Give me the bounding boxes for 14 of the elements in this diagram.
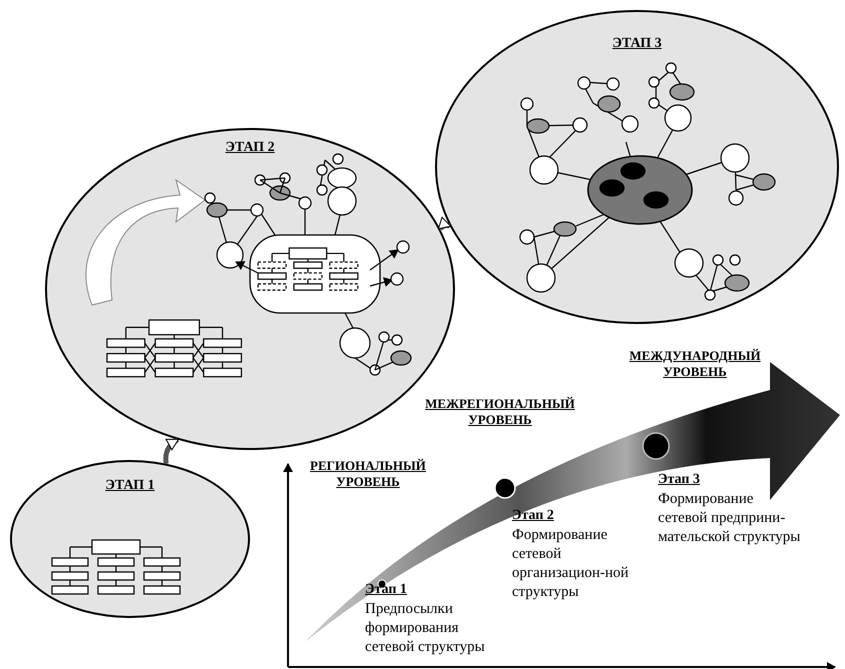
stage-description: Формирование сетевой предприни-мательской структуры <box>658 490 802 547</box>
stage-title: ЭТАП 3 <box>612 36 662 52</box>
stage-title: ЭТАП 2 <box>225 140 275 156</box>
stage-title: ЭТАП 1 <box>105 478 155 494</box>
stage-heading: Этап 3 <box>658 472 700 488</box>
level-label: МЕЖРЕГИОНАЛЬНЫЙ УРОВЕНЬ <box>424 396 576 428</box>
stage-description: Формирование сетевой организацион-ной структуры <box>512 526 630 602</box>
level-label: РЕГИОНАЛЬНЫЙ УРОВЕНЬ <box>309 458 427 490</box>
curved-arrow <box>438 217 452 231</box>
level-label: МЕЖДУНАРОДНЫЙ УРОВЕНЬ <box>628 348 762 380</box>
stage-heading: Этап 2 <box>512 508 554 524</box>
stage-heading: Этап 1 <box>365 582 407 598</box>
curved-arrow <box>163 438 180 464</box>
stage-description: Предпосылки формирования сетевой структуры <box>365 600 486 657</box>
